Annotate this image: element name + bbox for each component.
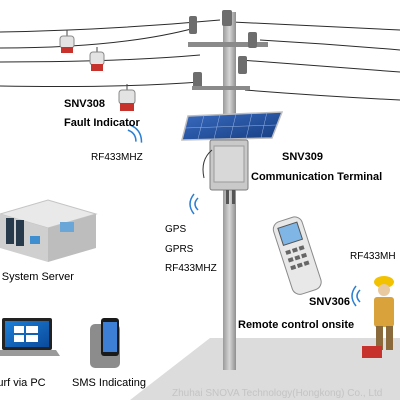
signal-wave-icon xyxy=(351,285,361,307)
fault-indicator-radio-label: RF433MHZ xyxy=(91,152,143,163)
sms-label: SMS Indicating xyxy=(72,377,146,389)
terminal-name: Communication Terminal xyxy=(251,171,382,183)
remote-radio-label: RF433MH xyxy=(350,251,396,262)
pc-label: Surf via PC xyxy=(0,377,46,389)
handheld-remote-icon xyxy=(272,216,322,295)
terminal-link-gps: GPS xyxy=(165,224,186,235)
cross-arm xyxy=(188,42,268,47)
terminal-code: SNV309 xyxy=(282,151,323,163)
fault-indicator-icon xyxy=(118,84,136,111)
smartphone-icon xyxy=(90,318,120,368)
server-label: DA System Server xyxy=(0,271,74,283)
solar-panel-icon xyxy=(181,111,284,148)
terminal-link-rf: RF433MHZ xyxy=(165,263,217,274)
signal-wave-icon xyxy=(189,193,199,215)
signal-wave-icon xyxy=(127,123,143,143)
fault-indicator-code: SNV308 xyxy=(64,98,105,110)
company-watermark: Zhuhai SNOVA Technology(Hongkong) Co., L… xyxy=(172,388,382,399)
utility-pole xyxy=(223,12,236,370)
ground-plane xyxy=(130,338,400,400)
cross-arm-lower xyxy=(192,86,250,90)
laptop-icon xyxy=(0,318,60,356)
worker-icon xyxy=(362,276,394,358)
server-room-icon xyxy=(0,199,98,262)
communication-terminal-icon xyxy=(202,139,249,204)
insulator-icon xyxy=(189,10,257,88)
fault-indicator-name: Fault Indicator xyxy=(64,117,141,129)
terminal-link-gprs: GPRS xyxy=(165,244,194,255)
remote-name: Remote control onsite xyxy=(238,319,354,331)
fault-indicator-icon xyxy=(59,30,75,53)
fault-indicator-icon xyxy=(89,47,105,71)
remote-code: SNV306 xyxy=(309,296,350,308)
